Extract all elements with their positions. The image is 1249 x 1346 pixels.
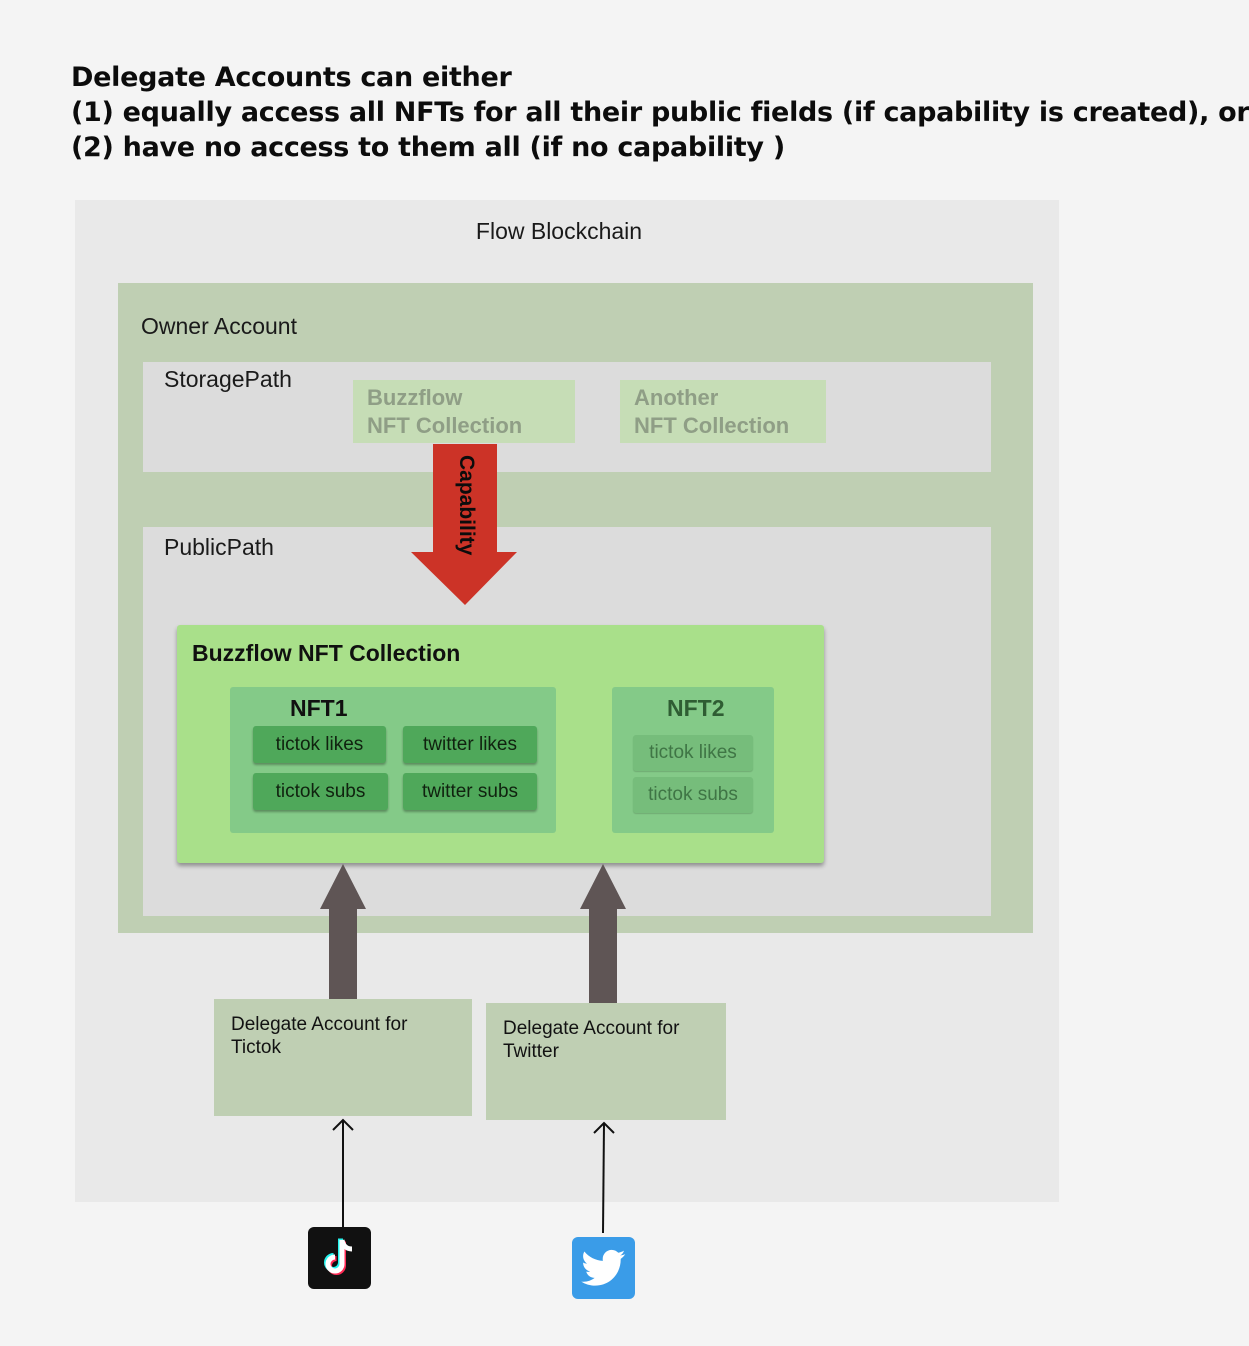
delegate-twitter-line-2: Twitter	[503, 1041, 559, 1062]
delegate-account-twitter: Delegate Account for Twitter	[486, 1003, 726, 1120]
public-path-label: PublicPath	[164, 534, 274, 560]
buzzflow-storage-line-1: Buzzflow	[367, 385, 463, 410]
nft1-field-twitter-likes: twitter likes	[403, 726, 537, 763]
capability-label: Capability	[455, 455, 478, 556]
twitter-bird-glyph	[580, 1249, 625, 1286]
delegate-tictok-line-2: Tictok	[231, 1037, 281, 1058]
tiktok-access-arrow	[320, 864, 366, 1003]
diagram-heading: Delegate Accounts can either (1) equally…	[71, 60, 1249, 165]
another-storage-collection: Another NFT Collection	[620, 380, 826, 443]
owner-account-title: Owner Account	[141, 313, 297, 339]
nft2-field-tictok-likes: tictok likes	[633, 735, 753, 771]
delegate-twitter-line-1: Delegate Account for	[503, 1018, 680, 1039]
nft1-field-tictok-subs: tictok subs	[253, 773, 388, 810]
capability-label-wrap: Capability	[450, 455, 480, 575]
heading-line-1: Delegate Accounts can either	[71, 62, 512, 93]
nft1-field-tictok-likes: tictok likes	[253, 726, 386, 763]
buzzflow-storage-collection: Buzzflow NFT Collection	[353, 380, 575, 443]
storage-path-label: StoragePath	[164, 366, 292, 392]
delegate-account-tictok: Delegate Account for Tictok	[214, 999, 472, 1116]
tiktok-glyph	[323, 1238, 352, 1275]
heading-line-3: (2) have no access to them all (if no ca…	[71, 132, 785, 163]
another-storage-line-1: Another	[634, 385, 719, 410]
nft2-title: NFT2	[667, 695, 725, 721]
twitter-icon[interactable]	[572, 1237, 635, 1299]
nft1-field-twitter-subs: twitter subs	[403, 773, 537, 810]
flow-blockchain-title: Flow Blockchain	[475, 218, 643, 244]
heading-line-2: (1) equally access all NFTs for all thei…	[71, 97, 1249, 128]
delegate-tictok-line-1: Delegate Account for	[231, 1014, 408, 1035]
buzzflow-storage-line-2: NFT Collection	[367, 413, 523, 438]
nft1-title: NFT1	[290, 695, 348, 721]
capability-arrow	[411, 444, 517, 605]
tiktok-connector-arrow	[332, 1118, 354, 1228]
tiktok-icon[interactable]	[308, 1227, 371, 1289]
nft2-field-tictok-subs: tictok subs	[633, 777, 753, 813]
another-storage-line-2: NFT Collection	[634, 413, 790, 438]
buzzflow-collection-title: Buzzflow NFT Collection	[192, 640, 461, 666]
twitter-connector-arrow	[593, 1121, 615, 1234]
twitter-access-arrow	[580, 864, 626, 1003]
